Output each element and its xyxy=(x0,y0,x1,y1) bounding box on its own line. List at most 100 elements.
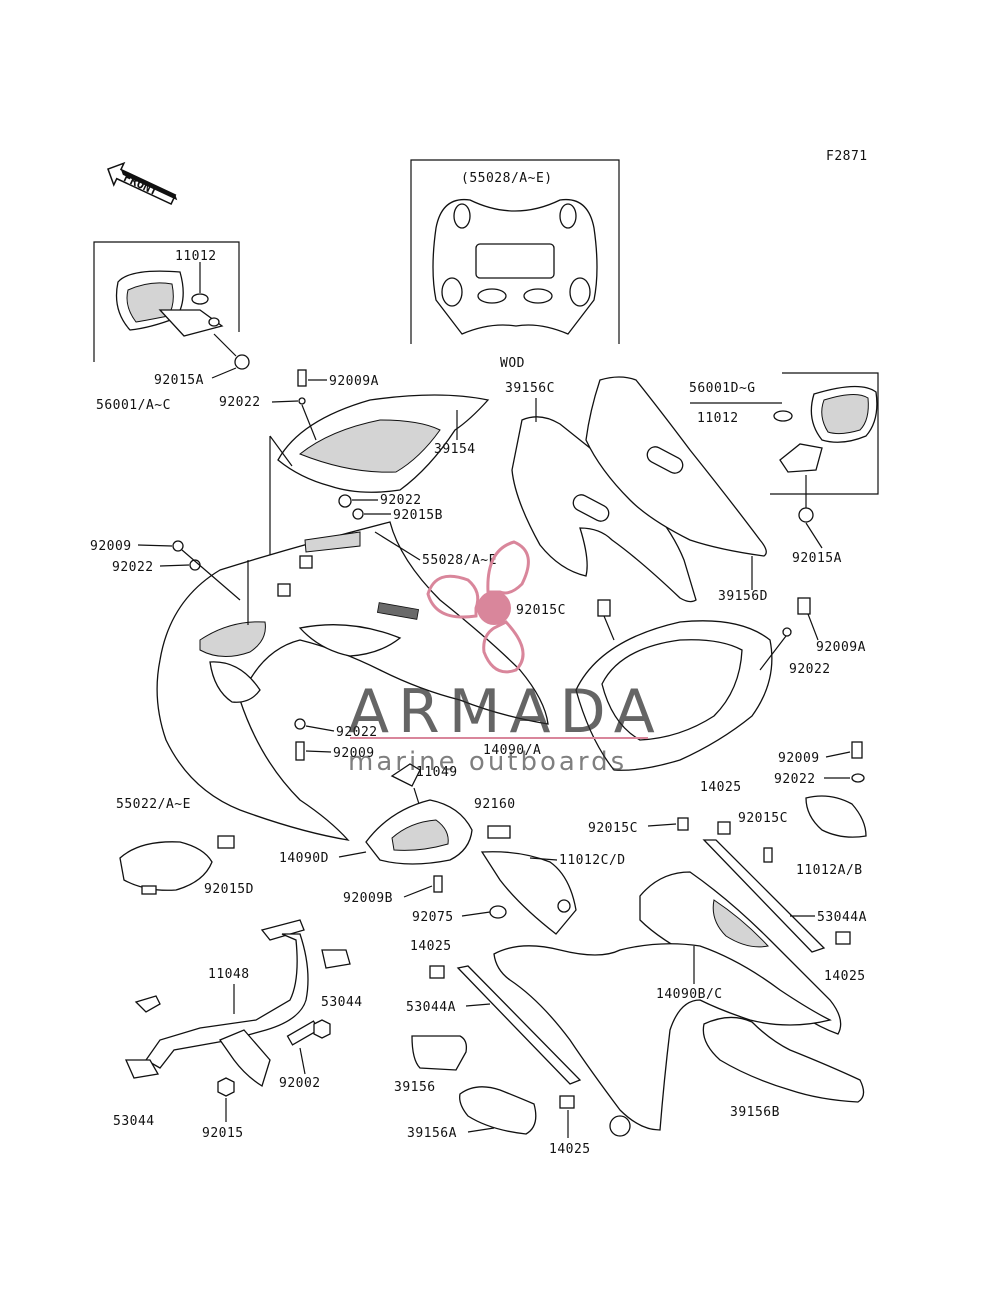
label-14090A: 14090/A xyxy=(483,743,541,758)
screw-92009B xyxy=(433,875,443,893)
screw-92015C-center xyxy=(597,599,611,617)
label-39156A: 39156A xyxy=(407,1126,457,1141)
label-92022-right: 92022 xyxy=(789,662,831,677)
label-14090D: 14090D xyxy=(279,851,329,866)
pad-39156A xyxy=(459,1086,537,1135)
frame-11048 xyxy=(124,919,351,1097)
label-92015C-mid: 92015C xyxy=(588,821,638,836)
label-39154: 39154 xyxy=(434,442,476,457)
label-92015C-right: 92015C xyxy=(738,811,788,826)
washer-92022-right2 xyxy=(851,773,865,783)
left-mirror-nut xyxy=(234,354,250,370)
windshield-inset xyxy=(410,159,620,344)
pad-14025-bottom xyxy=(559,1095,575,1109)
left-mirror-group xyxy=(93,241,250,370)
label-11049: 11049 xyxy=(416,765,458,780)
label-14025-top: 14025 xyxy=(700,780,742,795)
label-92022-lowcenter: 92022 xyxy=(336,725,378,740)
part-11012CD xyxy=(480,851,577,935)
label-39156: 39156 xyxy=(394,1080,436,1095)
left-mirror-grommet xyxy=(191,293,209,305)
figure-code: F2871 xyxy=(826,149,868,164)
screw-92009-right xyxy=(851,741,863,759)
label-92075: 92075 xyxy=(412,910,454,925)
washer-92022-right xyxy=(782,627,792,637)
label-11012-right: 11012 xyxy=(697,411,739,426)
label-WOD: WOD xyxy=(500,356,525,371)
right-mirror-group xyxy=(690,372,879,523)
label-92009A-top: 92009A xyxy=(329,374,379,389)
label-92015D: 92015D xyxy=(204,882,254,897)
clip-53044-top xyxy=(321,949,351,969)
label-11012-left: 11012 xyxy=(175,249,217,264)
watermark-tagline: marine outboards xyxy=(348,747,627,777)
front-label: FRONT xyxy=(121,170,160,198)
screw-92009-left xyxy=(172,540,184,552)
label-11048: 11048 xyxy=(208,967,250,982)
label-92015B: 92015B xyxy=(393,508,443,523)
label-92015A-right: 92015A xyxy=(792,551,842,566)
bracket-11049-duct-14090D xyxy=(365,763,473,893)
label-11012CD: 11012C/D xyxy=(559,853,626,868)
propeller-logo-icon xyxy=(426,540,530,674)
label-39156B: 39156B xyxy=(730,1105,780,1120)
label-55022AE: 55022/A~E xyxy=(116,797,191,812)
label-14025-right: 14025 xyxy=(824,969,866,984)
screw-92009A-right xyxy=(797,597,811,615)
label-53044A-right: 53044A xyxy=(817,910,867,925)
label-92015C-center: 92015C xyxy=(516,603,566,618)
label-53044A-left: 53044A xyxy=(406,1000,456,1015)
label-92009-left: 92009 xyxy=(90,539,132,554)
screw-92009A-top xyxy=(297,369,307,387)
label-92022-top: 92022 xyxy=(219,395,261,410)
right-mirror-nut xyxy=(798,507,814,523)
label-14025-left: 14025 xyxy=(410,939,452,954)
screw-92015C-right xyxy=(763,847,773,863)
part-11012AB xyxy=(805,795,867,838)
pad-39156B xyxy=(702,1016,865,1103)
small-parts xyxy=(487,741,865,863)
pad-92160 xyxy=(487,825,511,839)
label-92002: 92002 xyxy=(279,1076,321,1091)
label-14090BC: 14090B/C xyxy=(656,987,723,1002)
washer-92022-low xyxy=(294,718,306,730)
label-92009-lowcenter: 92009 xyxy=(333,746,375,761)
screw-92015C-mid xyxy=(677,817,689,831)
lower-cowl-14090BC xyxy=(429,839,851,1137)
label-92015: 92015 xyxy=(202,1126,244,1141)
pad-14025-top xyxy=(717,821,731,835)
grommet-92075 xyxy=(489,905,507,919)
label-39156C: 39156C xyxy=(505,381,555,396)
pad-14025-right xyxy=(835,931,851,945)
label-53044-bottom: 53044 xyxy=(113,1114,155,1129)
label-92009B: 92009B xyxy=(343,891,393,906)
label-55028AE-box: (55028/A~E) xyxy=(461,171,553,186)
label-53044-top: 53044 xyxy=(321,995,363,1010)
label-92009-right: 92009 xyxy=(778,751,820,766)
front-arrow-icon: FRONT xyxy=(107,161,178,205)
plate-92015D xyxy=(119,835,235,895)
label-92015A-left: 92015A xyxy=(154,373,204,388)
label-11012AB: 11012A/B xyxy=(796,863,863,878)
label-55028AE: 55028/A~E xyxy=(422,553,497,568)
washer-92022-top xyxy=(298,397,306,405)
label-92022-left: 92022 xyxy=(112,560,154,575)
upper-cowl-55022 xyxy=(156,521,549,841)
label-39156D: 39156D xyxy=(718,589,768,604)
pad-14025-left xyxy=(429,965,445,979)
label-14025-bottom: 14025 xyxy=(549,1142,591,1157)
label-92022-mid: 92022 xyxy=(380,493,422,508)
screw-92009-low xyxy=(295,741,305,761)
label-92022-right2: 92022 xyxy=(774,772,816,787)
meter-cover-14090A xyxy=(575,597,811,771)
watermark-brand: ARMADA xyxy=(348,677,664,747)
label-56001DG: 56001D~G xyxy=(689,381,756,396)
label-92009A-right: 92009A xyxy=(816,640,866,655)
label-92160: 92160 xyxy=(474,797,516,812)
inner-panels xyxy=(511,376,767,603)
label-56001AC: 56001/A~C xyxy=(96,398,171,413)
clip-53044-bottom xyxy=(124,1059,160,1079)
pad-39156 xyxy=(411,1035,468,1071)
